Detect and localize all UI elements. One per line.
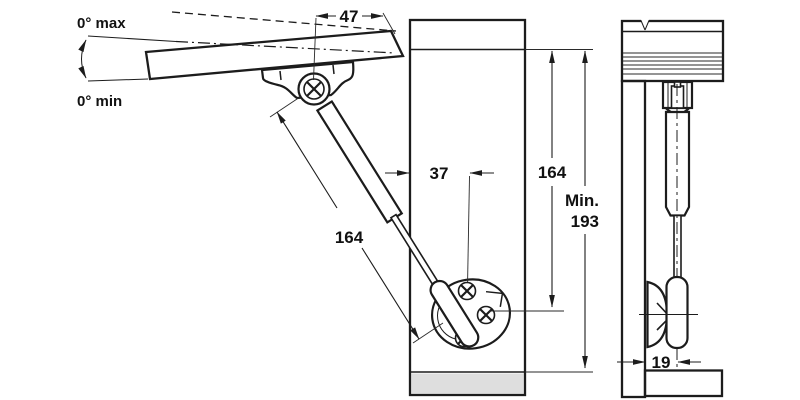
- strut-piston-rod: [389, 213, 443, 292]
- dimension-37: 37: [385, 164, 494, 183]
- angle-min-reference-line: [87, 78, 149, 82]
- angle-max-reference-line: [87, 35, 177, 42]
- dim-37-label: 37: [430, 164, 449, 183]
- dim-strut-164-label: 164: [335, 228, 364, 247]
- dim-19-label: 19: [652, 353, 671, 372]
- dim-vertical-164-label: 164: [538, 163, 567, 182]
- top-screw-cross-2: [306, 81, 322, 97]
- bracket-slot-right: [332, 64, 335, 75]
- plate-screw-top: [457, 281, 477, 301]
- dimension-strut-164: 164: [269, 96, 444, 344]
- top-panel-notch: [641, 19, 649, 30]
- mounting-plate-notch: [485, 290, 504, 307]
- flap-max-position-bottom-edge: [175, 40, 396, 54]
- cabinet-side-panel: [408, 18, 527, 397]
- dimension-47: 47: [313, 7, 396, 81]
- angle-min-label: 0° min: [77, 93, 122, 110]
- gas-strut: [315, 99, 443, 292]
- right-view-closed-section: 19: [617, 19, 725, 399]
- cabinet-bottom-strip: [411, 373, 524, 394]
- strut-end-fitting-side: [665, 275, 689, 350]
- left-view-open-flap: 47 37 164 164 Min. 193: [77, 7, 599, 397]
- flap-max-position-top-edge: [171, 11, 397, 32]
- bracket-slot-left: [279, 70, 282, 81]
- plate-screw-right: [476, 305, 496, 325]
- dim-47-label: 47: [340, 7, 359, 26]
- strut-end-fitting-group: [429, 279, 480, 348]
- dim-min-prefix-label: Min.: [565, 191, 599, 210]
- pivot-axis-reference-line: [467, 175, 470, 288]
- angle-range-arc: [78, 39, 87, 79]
- dim-min-value-label: 193: [571, 212, 599, 231]
- dimension-19: 19: [617, 353, 701, 372]
- strut-cylinder: [315, 99, 404, 224]
- flap-panel: [144, 29, 405, 81]
- dimension-min-193: Min. 193: [565, 50, 599, 369]
- strut-end-fitting: [429, 279, 480, 348]
- bottom-panel-section: [643, 369, 724, 398]
- side-panel-section: [620, 79, 647, 399]
- angle-max-label: 0° max: [77, 15, 126, 32]
- dimension-vertical-164: 164: [489, 50, 567, 312]
- top-section-panel: [620, 19, 725, 83]
